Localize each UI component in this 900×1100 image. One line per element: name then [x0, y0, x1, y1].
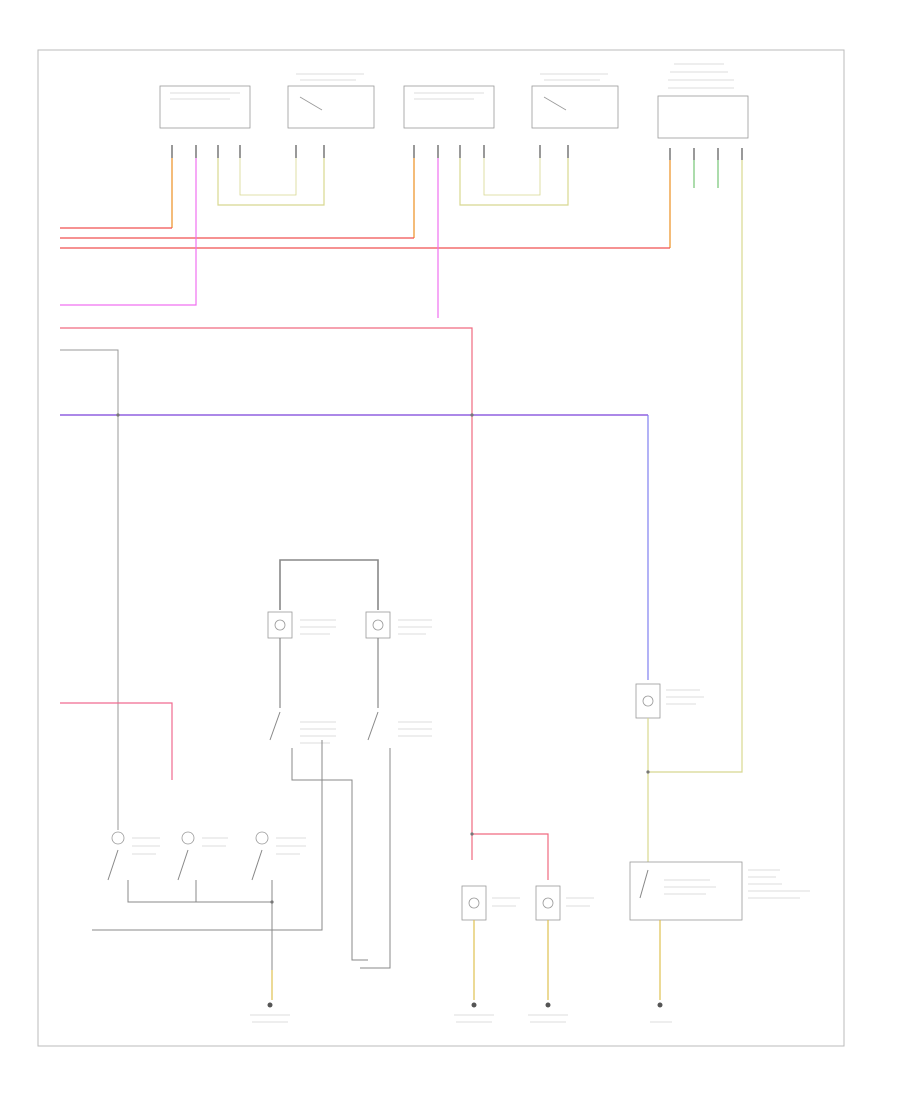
switch-contact — [543, 96, 567, 111]
splice-points — [116, 413, 650, 904]
rear-right-switch — [367, 711, 432, 741]
left-courtesy-lamp — [461, 885, 520, 921]
diagram-frame — [37, 49, 845, 1047]
rr-window-switch-module — [287, 73, 375, 129]
right-courtesy-lamp — [535, 885, 594, 921]
gray-wire-center-down-right — [360, 748, 391, 969]
green-wire-stubs — [693, 160, 719, 188]
magenta-wire-1 — [60, 158, 197, 306]
pink-wire-main — [60, 327, 473, 860]
module-pins — [171, 145, 743, 160]
ground-4 — [650, 1002, 672, 1023]
gray-wire-left-switch-bus — [127, 880, 272, 903]
ground-1 — [250, 970, 290, 1023]
rr-window-motor-module — [159, 85, 251, 129]
red-bus-wires — [60, 227, 670, 249]
lr-window-switch-module — [531, 73, 619, 129]
lightpink-wire — [60, 702, 173, 780]
luggage-switch-module — [629, 861, 810, 921]
rear-left-switch — [269, 711, 336, 744]
yellow-wire-loop-rr — [217, 158, 325, 206]
left-door-switch — [107, 831, 160, 881]
rear-right-lamp — [365, 611, 432, 639]
yellow-wire-long — [648, 160, 743, 773]
yellow-wire-loop-lr-inner — [483, 158, 541, 196]
ground-2 — [454, 1002, 494, 1023]
yellow-wire-loop-lr — [459, 158, 569, 206]
switch-contact — [299, 96, 323, 111]
pink-wire-branch — [472, 833, 549, 880]
control-module — [657, 63, 749, 139]
center-switch — [177, 831, 228, 881]
yellow-wire-loop-rr-inner — [239, 158, 297, 196]
gray-wire-center-down-left — [291, 748, 368, 961]
gray-wire-center-top — [279, 559, 379, 610]
rear-left-lamp — [267, 611, 336, 639]
courtesy-lamp-ground-wires — [473, 920, 549, 1000]
ground-3 — [528, 1002, 568, 1023]
gray-wire-left — [60, 349, 119, 830]
gray-wire-center-outer — [92, 740, 323, 931]
luggage-lamp — [635, 683, 704, 719]
right-door-switch — [251, 831, 306, 881]
lr-window-motor-module — [403, 85, 495, 129]
